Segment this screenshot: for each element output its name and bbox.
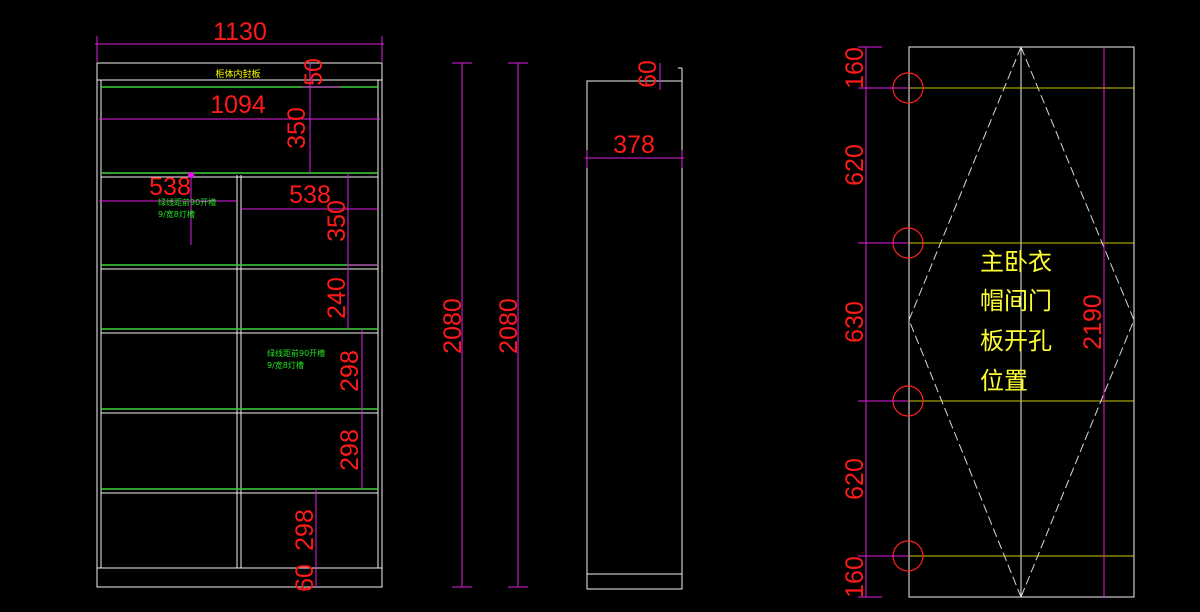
dim-height-2: 2080 bbox=[495, 298, 523, 354]
dim-door-top: 160 bbox=[841, 47, 869, 89]
note-right-line1: 绿线距前90开槽 bbox=[267, 348, 325, 358]
dim-inner-width: 1094 bbox=[210, 91, 266, 119]
swing-line-right bbox=[1020, 46, 1135, 598]
door-title-line2: 帽间门 bbox=[980, 287, 1052, 315]
dim-height-1: 2080 bbox=[439, 298, 467, 354]
dim-door-lower: 620 bbox=[841, 458, 869, 500]
front-view: 1130 1094 柜体内封板 538 538 绿线距前90开槽 9/宽8灯槽 … bbox=[95, 18, 384, 592]
dim-gap-5: 298 bbox=[336, 429, 364, 471]
door-title-line3: 板开孔 bbox=[980, 327, 1052, 355]
dim-top-gap: 350 bbox=[283, 107, 311, 149]
door-title-line4: 位置 bbox=[980, 367, 1028, 395]
dim-top-panel: 50 bbox=[300, 58, 328, 86]
shelf-thickness bbox=[101, 176, 378, 494]
door-title-line1: 主卧衣 bbox=[980, 248, 1052, 276]
side-view: 60 378 bbox=[585, 60, 684, 590]
dim-gap-4: 298 bbox=[336, 350, 364, 392]
note-right-line2: 9/宽8灯槽 bbox=[267, 360, 304, 370]
inner-frame bbox=[100, 79, 379, 569]
dim-shelf-width-left: 538 bbox=[149, 173, 191, 201]
dim-gap-3: 240 bbox=[323, 277, 351, 319]
dim-door-upper: 620 bbox=[841, 144, 869, 186]
dim-depth: 378 bbox=[613, 131, 655, 159]
note-left-line1: 绿线距前90开槽 bbox=[158, 197, 216, 207]
dim-shelf-width-right: 538 bbox=[289, 181, 331, 209]
dim-door-bottom: 160 bbox=[841, 556, 869, 598]
side-outline bbox=[586, 80, 683, 590]
dim-bottom-panel: 60 bbox=[291, 564, 319, 592]
door-view: 160 620 630 620 160 2190 主卧衣 帽间门 板开孔 位置 bbox=[841, 46, 1135, 598]
dim-door-mid: 630 bbox=[841, 301, 869, 343]
height-dimensions: 2080 2080 bbox=[439, 62, 528, 588]
dim-overall-width: 1130 bbox=[213, 18, 267, 46]
dim-gap-2: 350 bbox=[323, 200, 351, 242]
cabinet-outline bbox=[96, 62, 383, 588]
shelf-lines bbox=[101, 86, 378, 490]
dim-top-offset: 60 bbox=[634, 60, 662, 88]
dim-gap-6: 298 bbox=[291, 509, 319, 551]
top-panel-note: 柜体内封板 bbox=[215, 68, 260, 80]
swing-line-left bbox=[908, 46, 1022, 598]
dim-door-height: 2190 bbox=[1079, 294, 1107, 350]
note-left-line2: 9/宽8灯槽 bbox=[158, 209, 195, 219]
